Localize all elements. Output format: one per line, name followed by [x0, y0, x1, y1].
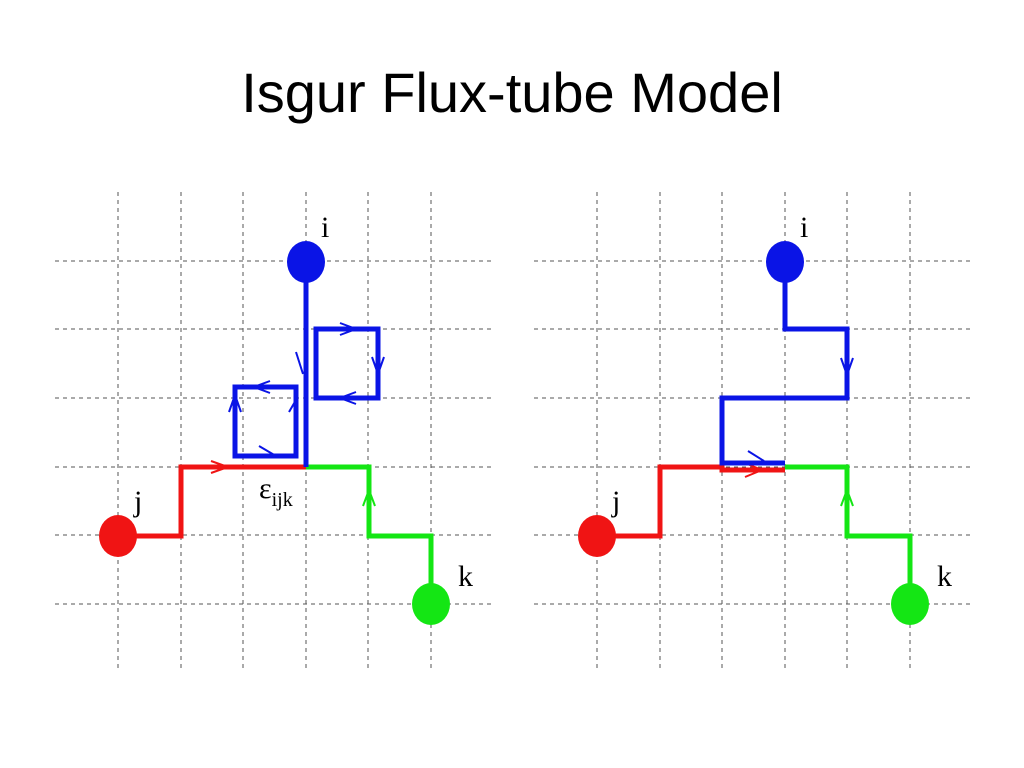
right-label-i: i [800, 211, 808, 244]
right-red-flux-tube [597, 464, 785, 539]
right-blue-arrowhead [840, 357, 854, 379]
left-upper-loop-arrow-right [371, 356, 385, 378]
left-lower-loop-tick-right [288, 399, 297, 413]
left-label-k: k [458, 560, 473, 593]
epsilon-symbol: ε [259, 472, 272, 505]
left-green-flux-tube [306, 464, 434, 604]
left-lower-plaquette-loop [232, 384, 299, 459]
right-quark-k [891, 583, 929, 625]
left-lower-loop-arrow-left [228, 391, 242, 413]
left-upper-plaquette-loop [313, 326, 381, 401]
left-upper-loop-arrow-bottom [337, 391, 357, 405]
left-quark-j [99, 515, 137, 557]
left-lower-loop-tick-bottom [258, 445, 277, 457]
left-lower-loop-arrow-top [251, 380, 271, 394]
right-green-flux-tube [785, 464, 913, 604]
epsilon-subscript: ijk [272, 489, 293, 511]
left-upper-loop-arrow-top [339, 322, 359, 336]
right-blue-tick [747, 450, 765, 462]
slide-title: Isgur Flux-tube Model [241, 61, 783, 124]
right-label-k: k [937, 560, 952, 593]
left-green-arrowhead [362, 487, 376, 507]
right-label-j: j [611, 485, 620, 518]
left-blue-down-tick [295, 351, 304, 375]
left-red-arrowhead [210, 460, 232, 474]
right-quark-j [578, 515, 616, 557]
left-quark-k [412, 583, 450, 625]
epsilon-label: εijk [259, 472, 293, 511]
left-red-flux-tube [118, 464, 306, 539]
right-diagram: i j k [534, 192, 972, 672]
left-quark-i [287, 241, 325, 283]
left-label-i: i [321, 211, 329, 244]
right-green-arrowhead [840, 487, 854, 507]
right-blue-flux-tube [719, 261, 850, 466]
left-label-j: j [133, 485, 142, 518]
left-grid [55, 192, 495, 672]
right-quark-i [766, 241, 804, 283]
left-diagram: i j k εijk [55, 192, 495, 672]
